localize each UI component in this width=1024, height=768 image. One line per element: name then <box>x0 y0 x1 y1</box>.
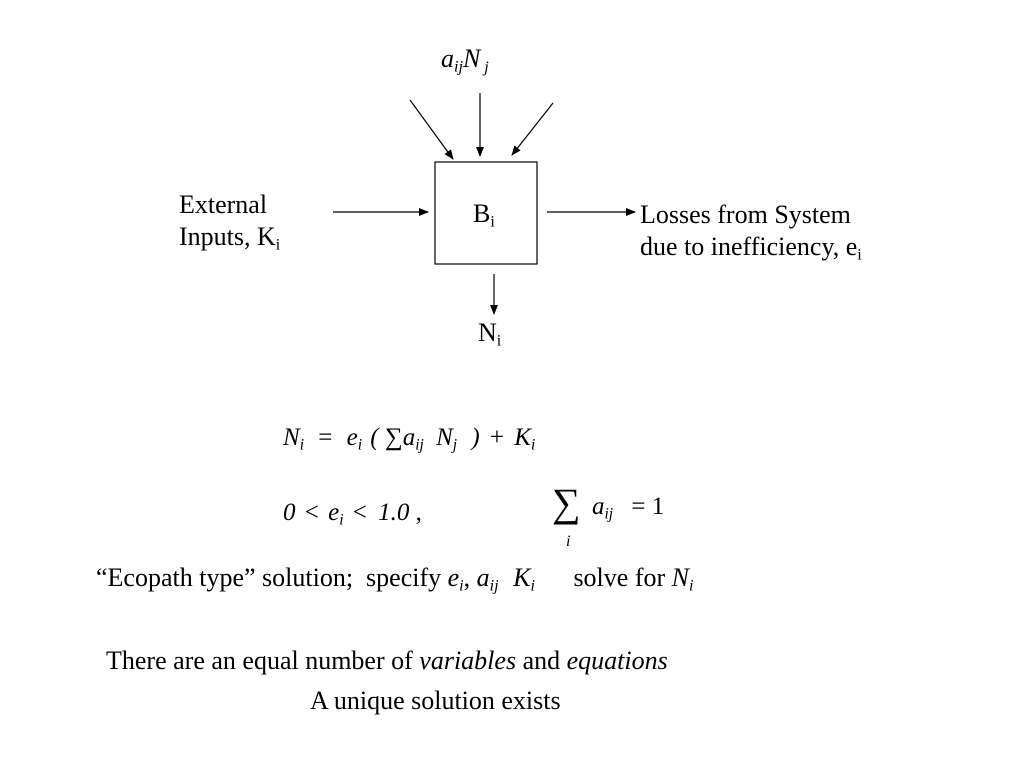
production-equation: Ni = ei ( ∑aij Nj ) + Ki <box>283 424 536 454</box>
summation-symbol: ∑ <box>552 480 581 525</box>
top-right-inflow-arrow <box>511 102 554 156</box>
biomass-box <box>434 161 538 265</box>
conclusion-line-1: There are an equal number of variables a… <box>106 646 668 675</box>
top-left-inflow-arrow <box>409 99 454 160</box>
bottom-flow-label: Ni <box>478 318 502 350</box>
ecopath-solution-line: “Ecopath type” solution; specify ei, aij… <box>96 563 694 595</box>
losses-label: Losses from System due to inefficiency, … <box>640 200 862 264</box>
efficiency-constraint: 0 < ei < 1.0 , <box>283 499 422 529</box>
external-inputs-label: External Inputs, Ki <box>179 190 281 254</box>
conclusion-line-2: A unique solution exists <box>310 686 561 715</box>
summation-index: i <box>566 533 571 550</box>
box-label: Bi <box>473 199 495 231</box>
summation-expression: aij = 1 <box>592 493 665 523</box>
